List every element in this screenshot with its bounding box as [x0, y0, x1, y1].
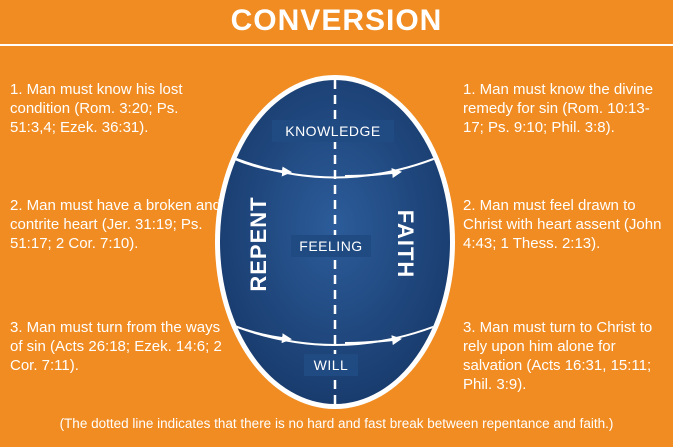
faith-point-3-text: 3. Man must turn to Christ to rely upon … — [463, 319, 653, 393]
repent-point-1-text: 1. Man must know his lost condition (Rom… — [10, 81, 183, 136]
faith-point-2-text: 2. Man must feel drawn to Christ with he… — [463, 197, 662, 252]
knowledge-label: KNOWLEDGE — [285, 123, 381, 139]
title-divider — [0, 44, 673, 46]
feeling-label-bg — [291, 235, 371, 257]
repent-point-1: 1. Man must know his lost condition (Rom… — [10, 80, 228, 137]
lower-arrow-left — [231, 324, 292, 344]
faith-point-1-text: 1. Man must know the divine remedy for s… — [463, 81, 654, 136]
knowledge-label-bg — [272, 120, 394, 142]
upper-arrow-right — [344, 168, 402, 179]
repent-point-3-text: 3. Man must turn from the ways of sin (A… — [10, 319, 222, 374]
page-title: CONVERSION — [230, 4, 443, 37]
lower-arrow-right — [344, 335, 402, 346]
faith-label: FAITH — [393, 210, 418, 279]
will-label-bg — [304, 354, 358, 376]
footnote: (The dotted line indicates that there is… — [59, 416, 614, 431]
faith-point-3: 3. Man must turn to Christ to rely upon … — [463, 318, 668, 394]
repent-point-2-text: 2. Man must have a broken and contrite h… — [10, 197, 221, 252]
will-label: WILL — [314, 357, 349, 373]
repent-label: REPENT — [246, 196, 271, 291]
feeling-label: FEELING — [299, 238, 362, 254]
repent-point-2: 2. Man must have a broken and contrite h… — [10, 196, 228, 253]
faith-point-1: 1. Man must know the divine remedy for s… — [463, 80, 668, 137]
faith-point-2: 2. Man must feel drawn to Christ with he… — [463, 196, 668, 253]
upper-arrow-left — [231, 157, 292, 177]
repent-point-3: 3. Man must turn from the ways of sin (A… — [10, 318, 228, 375]
